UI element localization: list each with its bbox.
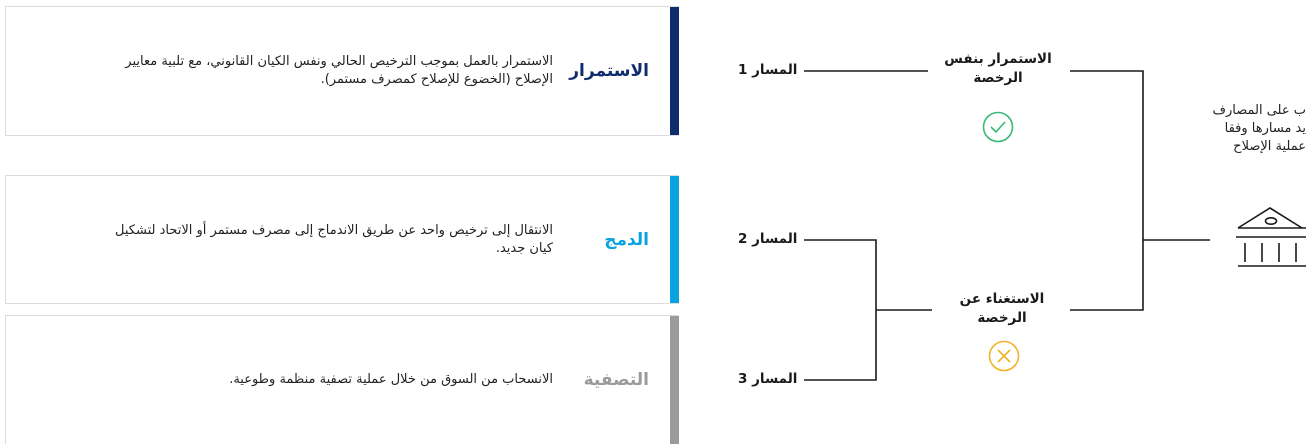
node-drop-line2: الرخصة — [977, 310, 1027, 326]
option-description-merge: الانتقال إلى ترخيص واحد عن طريق الاندماج… — [115, 222, 553, 256]
node-keep-line2: الرخصة — [973, 70, 1023, 86]
option-card-continue: الاستمرار الاستمرار بالعمل بموجب الترخيص… — [5, 6, 679, 136]
option-card-exit: التصفية الانسحاب من السوق من خلال عملية … — [5, 315, 679, 444]
option-description-exit: الانسحاب من السوق من خلال عملية تصفية من… — [229, 372, 553, 387]
option-bar-merge — [670, 176, 679, 303]
path-label-3: المسار 3 — [738, 371, 798, 387]
option-bar-exit — [670, 316, 679, 444]
bank-caption-line2: يد مسارها وفقا — [1224, 121, 1306, 136]
option-title-merge: الدمج — [604, 229, 649, 250]
bank-caption-line1: ب على المصارف — [1212, 103, 1306, 118]
x-circle-icon — [988, 340, 1020, 372]
connector-path3 — [804, 310, 877, 381]
option-title-exit: التصفية — [583, 370, 649, 390]
node-keep-license: الاستمرار بنفس الرخصة — [928, 50, 1068, 88]
node-drop-line1: الاستغناء عن — [959, 291, 1045, 307]
node-keep-line1: الاستمرار بنفس — [944, 51, 1052, 67]
option-description-continue: الاستمرار بالعمل بموجب الترخيص الحالي ون… — [125, 54, 553, 87]
node-drop-license: الاستغناء عن الرخصة — [932, 290, 1072, 328]
bank-caption-line3: عملية الإصلاح — [1233, 139, 1306, 154]
option-title-continue: الاستمرار — [569, 61, 649, 81]
bank-caption: ب على المصارف يد مسارها وفقا عملية الإصل… — [1213, 102, 1306, 156]
connector-keep — [1070, 70, 1144, 240]
option-card-merge: الدمج الانتقال إلى ترخيص واحد عن طريق ال… — [5, 175, 679, 304]
path-label-2: المسار 2 — [738, 231, 798, 247]
bank-building-icon — [1236, 207, 1306, 267]
path-label-1: المسار 1 — [738, 62, 798, 78]
connector-path2 — [804, 239, 877, 310]
connector-drop — [1070, 240, 1144, 311]
check-circle-icon — [982, 111, 1014, 143]
option-bar-continue — [670, 7, 679, 135]
